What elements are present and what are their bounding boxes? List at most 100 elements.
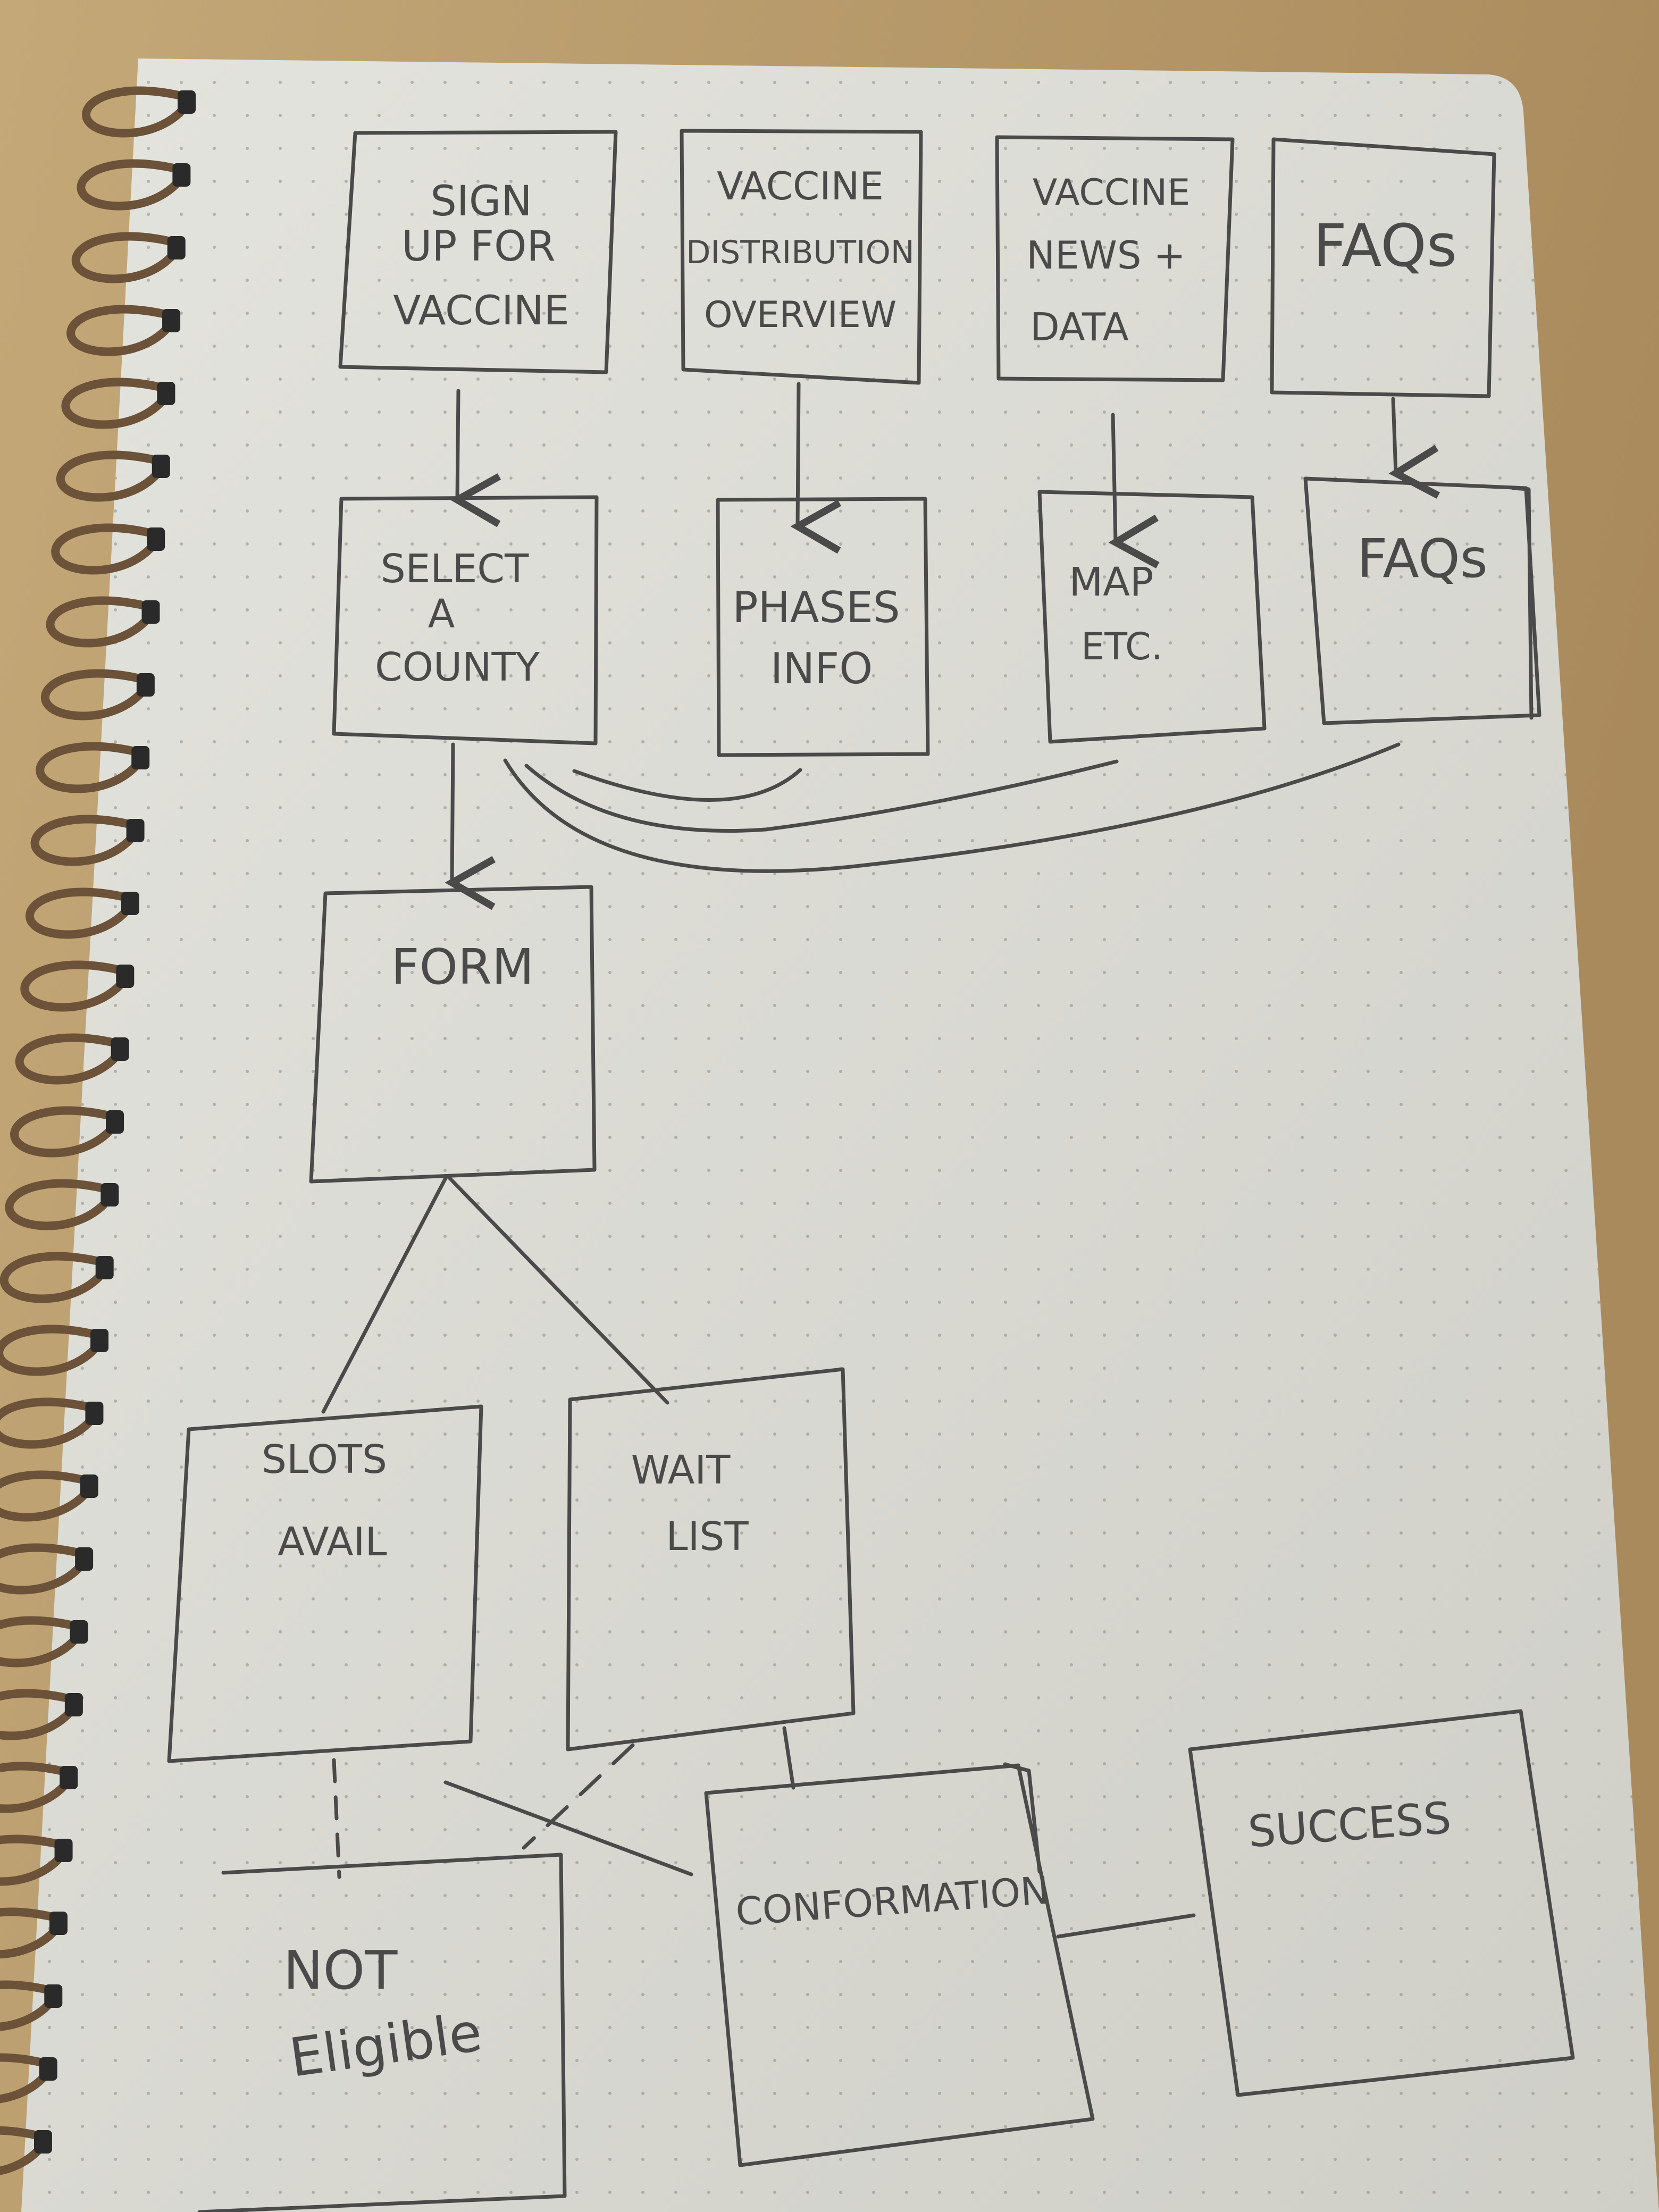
label-faqs-top: FAQs bbox=[1313, 212, 1457, 280]
box-vaccine-distribution bbox=[680, 129, 923, 385]
spiral-coil bbox=[26, 887, 129, 939]
spiral-coil bbox=[0, 1907, 57, 1959]
box-slots-avail bbox=[167, 1404, 483, 1763]
spiral-coil bbox=[77, 159, 180, 211]
box-select-county bbox=[332, 495, 599, 745]
binding-hole bbox=[90, 1329, 109, 1352]
spiral-coil bbox=[0, 1980, 52, 2031]
spiral-coil bbox=[0, 2053, 47, 2104]
box-form bbox=[309, 885, 597, 1184]
spiral-coil bbox=[0, 1543, 83, 1595]
spiral-coil bbox=[0, 2126, 41, 2175]
spiral-coil bbox=[5, 1179, 108, 1230]
binding-hole bbox=[157, 382, 175, 405]
spiral-coil bbox=[0, 1834, 62, 1886]
box-confirmation bbox=[704, 1762, 1095, 2167]
spiral-coil bbox=[0, 1325, 98, 1376]
binding-hole bbox=[131, 746, 150, 769]
binding-hole bbox=[106, 1110, 124, 1134]
spiral-coil bbox=[46, 596, 149, 648]
label-sign-up-1: SIGN bbox=[430, 178, 532, 225]
label-slots-2: AVAIL bbox=[278, 1519, 387, 1565]
binding-hole bbox=[60, 1766, 78, 1789]
spiral-coil bbox=[0, 1689, 72, 1740]
spiral-coil bbox=[66, 305, 170, 356]
label-phases-1: PHASES bbox=[732, 583, 900, 632]
binding-hole bbox=[75, 1547, 94, 1571]
spiral-coil bbox=[82, 86, 185, 138]
binding-hole bbox=[121, 892, 139, 915]
binding-hole bbox=[116, 965, 135, 988]
binding-hole bbox=[147, 527, 165, 551]
spiral-coil bbox=[51, 523, 155, 575]
binding-hole bbox=[126, 819, 145, 842]
spiral-coil bbox=[10, 1106, 113, 1158]
spiral-coil bbox=[41, 669, 144, 720]
label-slots-1: SLOTS bbox=[262, 1437, 387, 1482]
binding-hole bbox=[141, 600, 160, 624]
box-faqs bbox=[1303, 476, 1541, 725]
dot-grid bbox=[21, 58, 1659, 2212]
binding-hole bbox=[100, 1183, 119, 1206]
box-sign-up bbox=[338, 130, 618, 374]
binding-hole bbox=[172, 163, 191, 187]
spiral-coil bbox=[0, 1397, 93, 1449]
spiral-coil bbox=[0, 1616, 78, 1668]
spiral-coil bbox=[0, 1762, 68, 1813]
binding-hole bbox=[178, 90, 196, 114]
label-distribution-2: DISTRIBUTION bbox=[686, 234, 915, 271]
spiral-coil bbox=[15, 1033, 119, 1085]
binding-hole bbox=[44, 1984, 63, 2008]
box-not-eligible bbox=[197, 1853, 567, 2212]
binding-hole bbox=[70, 1620, 88, 1644]
label-phases-2: INFO bbox=[770, 644, 873, 693]
label-news-2: NEWS + bbox=[1026, 233, 1185, 278]
binding-hole bbox=[136, 673, 155, 697]
pencil-sketch bbox=[167, 129, 1575, 2212]
box-faqs-top bbox=[1270, 137, 1496, 398]
spiral-coil bbox=[30, 815, 134, 866]
label-news-3: DATA bbox=[1030, 305, 1128, 349]
spiral-binding bbox=[0, 86, 196, 2175]
binding-hole bbox=[39, 2057, 57, 2081]
label-form: FORM bbox=[391, 939, 534, 995]
box-phases-info bbox=[716, 497, 930, 757]
binding-hole bbox=[34, 2130, 52, 2154]
label-faqs: FAQs bbox=[1357, 527, 1488, 590]
binding-hole bbox=[64, 1693, 83, 1716]
spiral-coil bbox=[56, 450, 160, 502]
binding-hole bbox=[162, 309, 181, 332]
binding-hole bbox=[80, 1474, 98, 1498]
label-wait-1: WAIT bbox=[631, 1447, 731, 1493]
label-news-1: VACCINE bbox=[1033, 172, 1190, 214]
binding-hole bbox=[54, 1839, 73, 1862]
binding-hole bbox=[111, 1037, 129, 1061]
binding-hole bbox=[152, 455, 170, 478]
spiral-coil bbox=[71, 232, 175, 283]
label-county-2: A bbox=[428, 591, 455, 637]
spiral-coil bbox=[0, 1252, 103, 1303]
label-map-1: MAP bbox=[1069, 559, 1153, 605]
binding-hole bbox=[85, 1402, 104, 1425]
label-sign-up-3: VACCINE bbox=[393, 287, 569, 334]
box-vaccine-news bbox=[995, 135, 1235, 382]
box-map-etc bbox=[1037, 490, 1267, 744]
spiral-coil bbox=[20, 960, 124, 1012]
binding-hole bbox=[167, 236, 186, 259]
box-success bbox=[1188, 1709, 1575, 2097]
label-not-eligible-1: NOT bbox=[283, 1939, 398, 2001]
label-wait-2: LIST bbox=[666, 1514, 749, 1560]
label-distribution-3: OVERVIEW bbox=[704, 294, 896, 336]
label-map-2: ETC. bbox=[1081, 625, 1163, 668]
spiral-coil bbox=[61, 378, 165, 429]
spiral-coil bbox=[0, 1470, 88, 1522]
binding-hole bbox=[95, 1256, 114, 1279]
label-distribution-1: VACCINE bbox=[717, 164, 884, 208]
box-wait-list bbox=[566, 1367, 856, 1752]
label-county-3: COUNTY bbox=[375, 644, 540, 690]
label-sign-up-2: UP FOR bbox=[401, 223, 555, 271]
label-county-1: SELECT bbox=[381, 546, 529, 592]
spiral-coil bbox=[36, 742, 139, 793]
